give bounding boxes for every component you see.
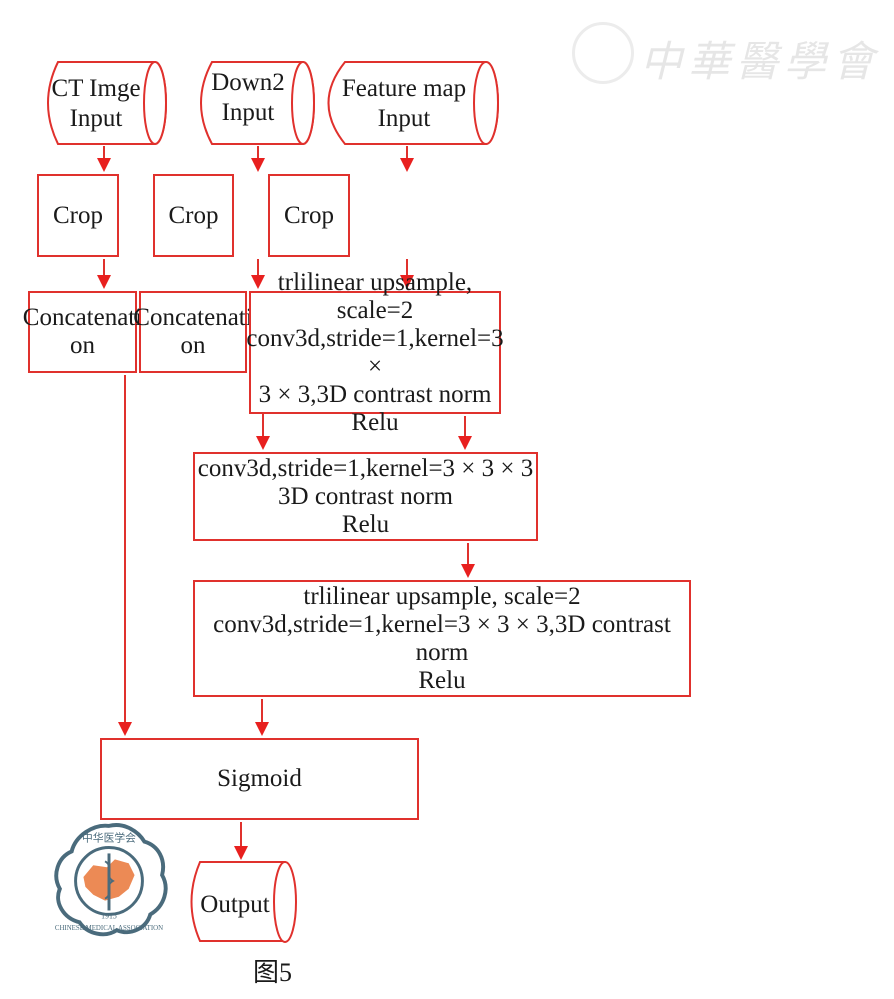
arrowhead-icon bbox=[256, 436, 270, 450]
cylinder-feature-cap bbox=[473, 61, 499, 145]
upsample-conv-block-1-label: trlilinear upsample, scale=2 conv3d,stri… bbox=[246, 268, 504, 436]
down2-input-label: Down2 Input bbox=[211, 69, 285, 126]
arrowhead-icon bbox=[400, 275, 414, 289]
arrowhead-icon bbox=[251, 275, 265, 289]
cylinder-output-cap bbox=[273, 861, 297, 943]
crop-label: Crop bbox=[284, 201, 334, 229]
concatenation-box-ct: Concatenati on bbox=[23, 291, 142, 373]
upsample-conv-block-2-label: trlilinear upsample, scale=2 conv3d,stri… bbox=[213, 582, 671, 694]
chinese-medical-association-logo-icon: 中华医学会 1915 CHINESE MEDICAL ASSOCIATION bbox=[54, 823, 168, 937]
arrowhead-icon bbox=[400, 158, 414, 172]
upsample-conv-block-2: trlilinear upsample, scale=2 conv3d,stri… bbox=[193, 580, 691, 697]
arrowhead-icon bbox=[458, 436, 472, 450]
concatenation-box-down2: Concatenati on bbox=[133, 291, 253, 373]
cylinder-down2-cap bbox=[291, 61, 315, 145]
arrowhead-icon bbox=[251, 158, 265, 172]
arrowhead-icon bbox=[97, 275, 111, 289]
feature-input-label: Feature map Input bbox=[341, 75, 467, 132]
arrowhead-icon bbox=[118, 722, 132, 736]
arrowhead-icon bbox=[461, 564, 475, 578]
upsample-conv-block-1: trlilinear upsample, scale=2 conv3d,stri… bbox=[246, 269, 503, 436]
conv3d-block: conv3d,stride=1,kernel=3 × 3 × 3 3D cont… bbox=[193, 452, 538, 541]
watermark-text: 中華醫學會 bbox=[640, 37, 881, 86]
concatenation-label: Concatenati on bbox=[133, 304, 253, 359]
watermark-seal-icon bbox=[572, 22, 634, 84]
ct-input-label: CT Imge Input bbox=[51, 75, 141, 132]
conv3d-block-label: conv3d,stride=1,kernel=3 × 3 × 3 3D cont… bbox=[197, 454, 534, 538]
logo-name: CHINESE MEDICAL ASSOCIATION bbox=[55, 925, 163, 932]
crop-box-ct: Crop bbox=[37, 174, 119, 257]
logo-characters: 中华医学会 bbox=[82, 831, 136, 845]
crop-label: Crop bbox=[168, 201, 219, 229]
concatenation-label: Concatenati on bbox=[22, 304, 143, 359]
figure-caption: 图5 bbox=[253, 958, 293, 987]
arrowhead-icon bbox=[255, 722, 269, 736]
logo-year: 1915 bbox=[101, 911, 117, 920]
crop-label: Crop bbox=[53, 201, 103, 229]
sigmoid-label: Sigmoid bbox=[217, 765, 302, 792]
crop-box-down2: Crop bbox=[153, 174, 234, 257]
sigmoid-block: Sigmoid bbox=[100, 738, 419, 820]
arrowhead-icon bbox=[97, 158, 111, 172]
output-label: Output bbox=[200, 891, 270, 918]
crop-box-feature: Crop bbox=[268, 174, 350, 257]
arrowhead-icon bbox=[234, 846, 248, 860]
cylinder-ct-cap bbox=[143, 61, 167, 145]
